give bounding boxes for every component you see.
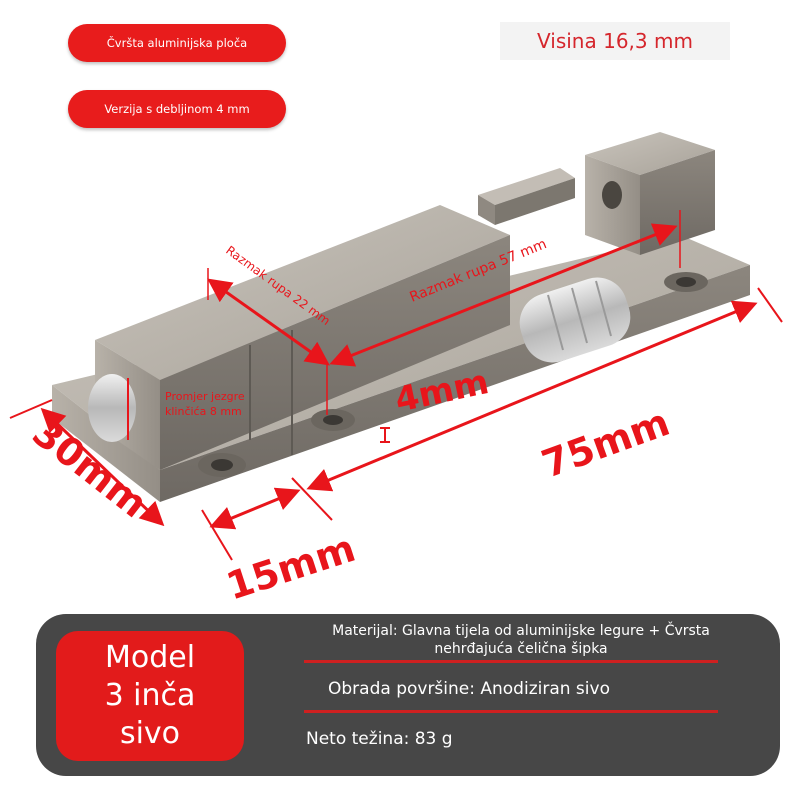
finish-spec: Obrada površine: Anodiziran sivo [328,679,610,699]
height-label: Visina 16,3 mm [500,22,730,60]
feature-badge-plate: Čvršta aluminijska ploča [68,24,286,62]
model-line-3: sivo [119,716,181,751]
barrel-bolt-illustration: Razmak rupa 57 mm Razmak rupa 22 mm Prom… [9,132,783,609]
segment-label: 15mm [221,526,360,609]
material-spec: Materijal: Glavna tijela od aluminijske … [332,623,710,657]
divider [304,710,718,713]
core-diameter-line2: klinčića 8 mm [165,405,242,418]
divider [304,660,718,663]
feature-badge-thickness: Verzija s debljinom 4 mm [68,90,286,128]
model-line-2: 3 inča [104,678,196,713]
weight-spec: Neto težina: 83 g [306,729,453,749]
model-badge: Model 3 inča sivo [56,631,244,761]
spec-panel: Model 3 inča sivo Materijal: Glavna tije… [36,614,780,776]
feature-badge-thickness-text: Verzija s debljinom 4 mm [104,102,250,116]
core-diameter-line1: Promjer jezgre [165,390,245,403]
feature-badge-plate-text: Čvršta aluminijska ploča [106,36,248,50]
length-label: 75mm [536,400,675,487]
model-line-1: Model [104,640,196,675]
